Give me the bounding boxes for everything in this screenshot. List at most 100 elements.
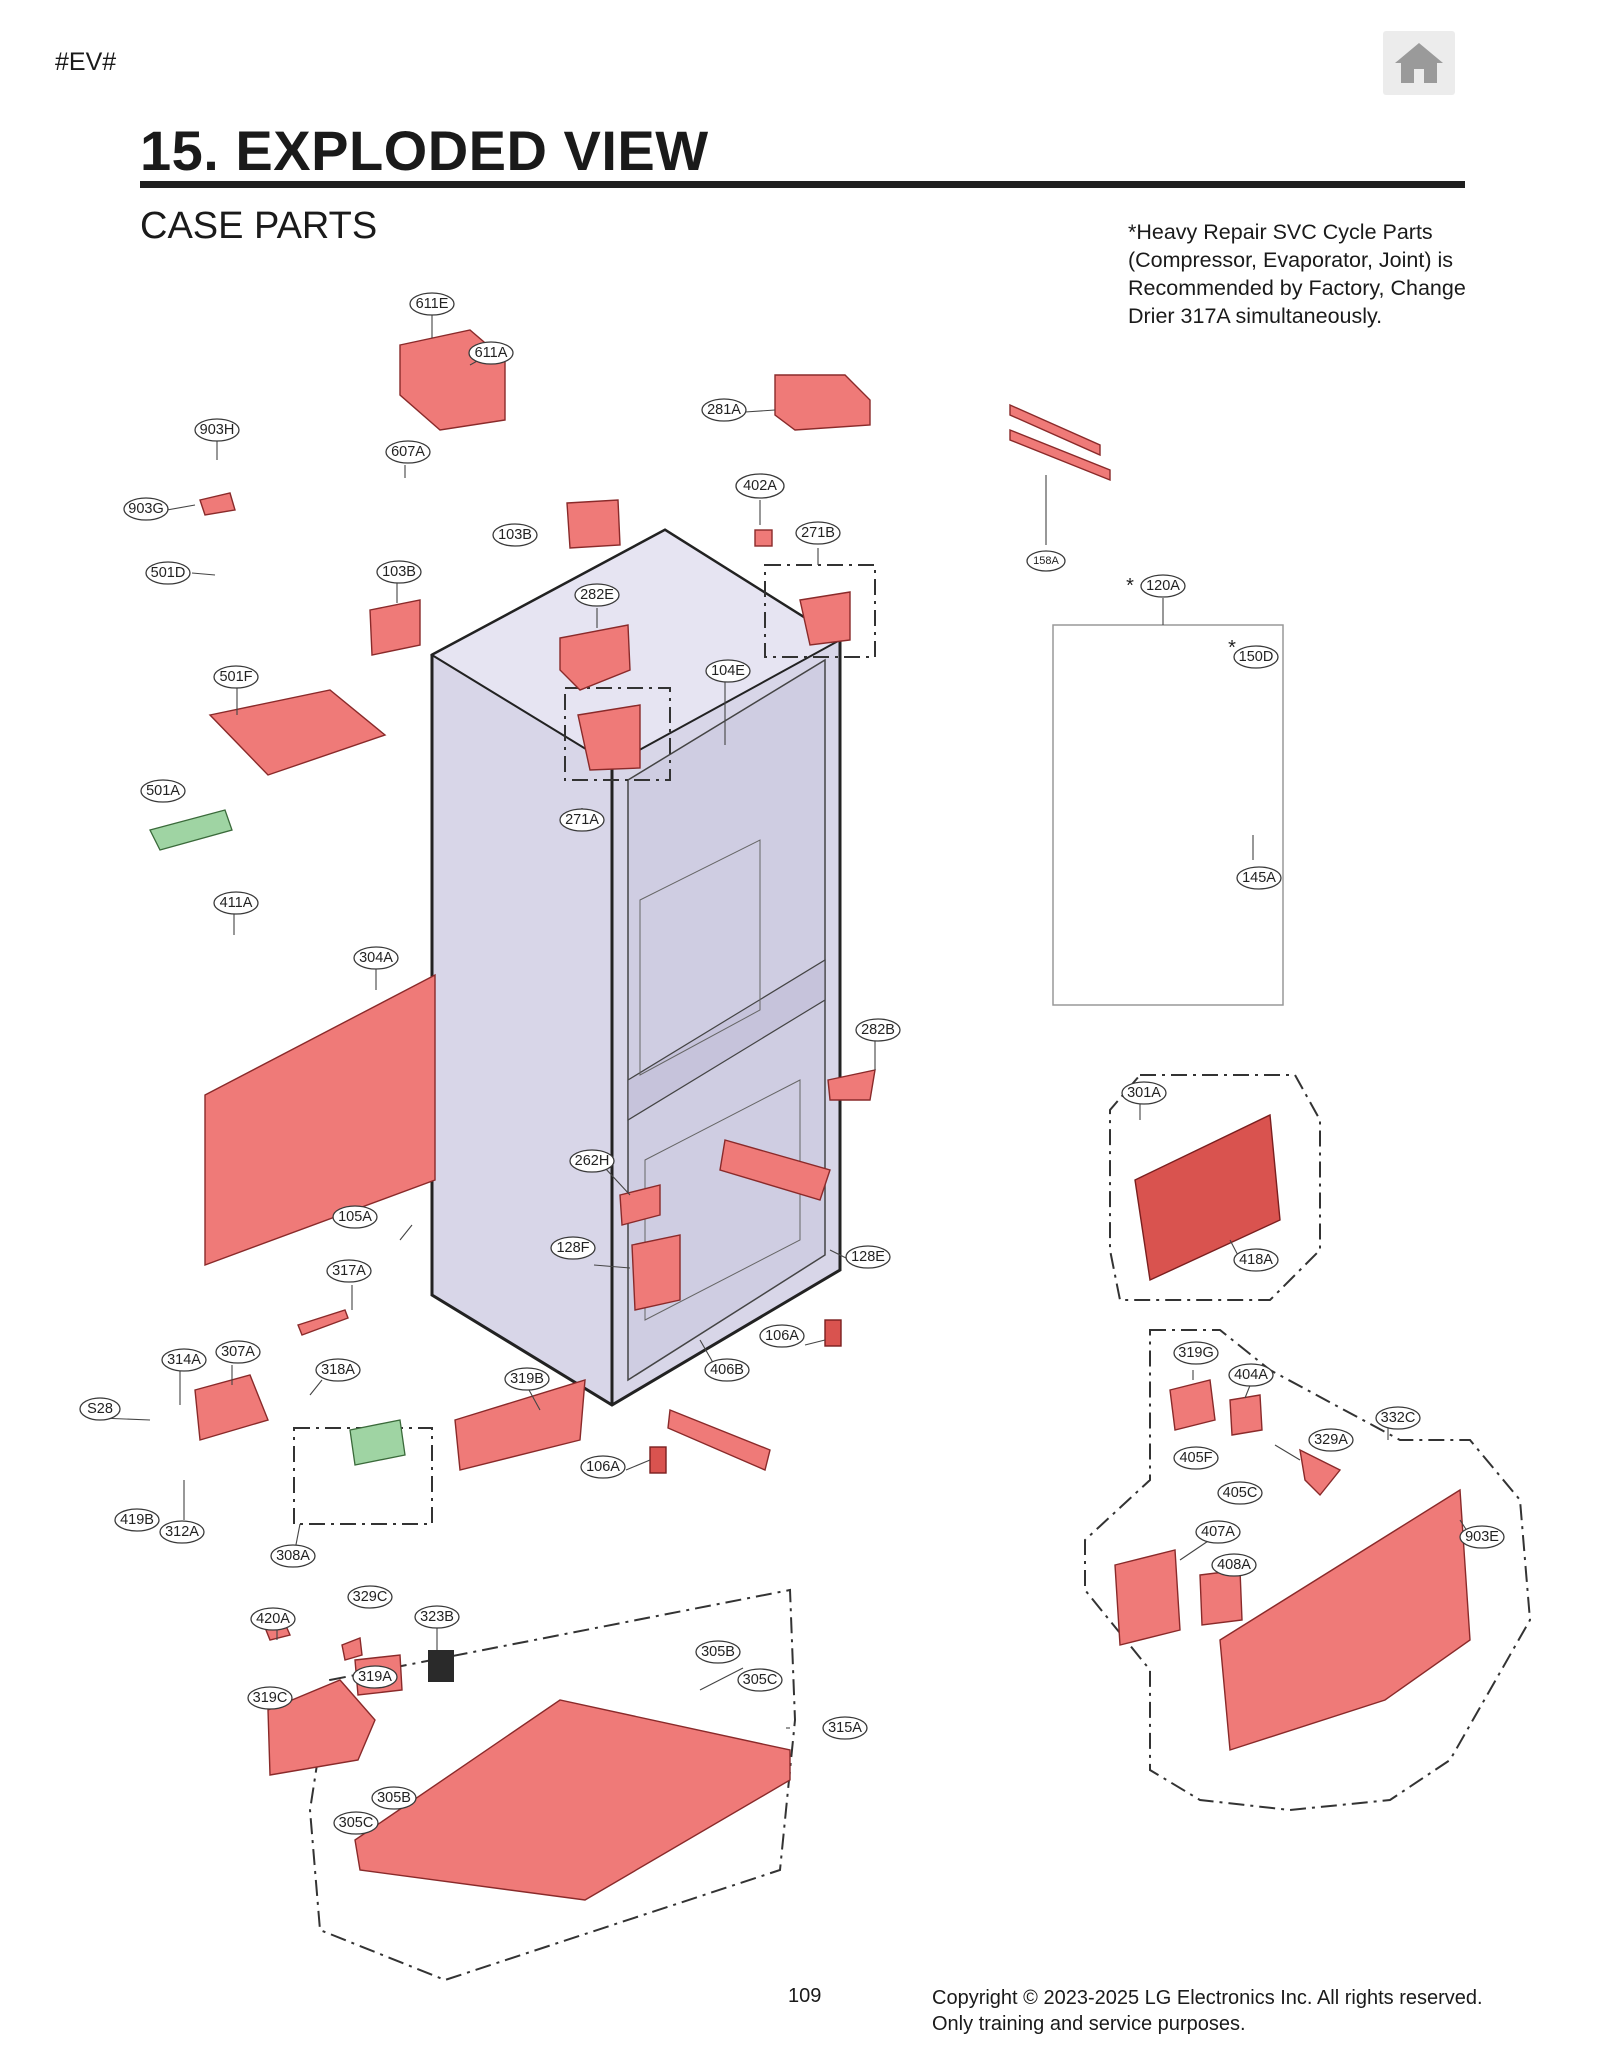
svg-text:317A: 317A: [332, 1263, 366, 1279]
svg-text:332C: 332C: [1381, 1410, 1416, 1426]
control-panel-box: [1052, 624, 1284, 1006]
svg-text:420A: 420A: [256, 1611, 290, 1627]
callout-label: 103B: [376, 560, 422, 584]
svg-text:323B: 323B: [420, 1609, 454, 1625]
callout-label: 307A: [215, 1340, 261, 1364]
callout-label: 305B: [695, 1640, 741, 1664]
callout-label: 501F: [213, 665, 259, 689]
callout-label: 104E: [705, 659, 751, 683]
callout-label: 408A: [1211, 1553, 1257, 1577]
callout-label: 319B: [504, 1367, 550, 1391]
callout-label: 404A: [1228, 1363, 1274, 1387]
callout-label: 407A: [1195, 1520, 1241, 1544]
asterisk-120A: *: [1126, 575, 1134, 597]
svg-text:128E: 128E: [851, 1249, 885, 1265]
svg-text:329C: 329C: [353, 1589, 388, 1605]
callout-label: 271B: [795, 521, 841, 545]
svg-text:329A: 329A: [1314, 1432, 1348, 1448]
svg-text:158A: 158A: [1033, 555, 1059, 567]
copyright-notice: Copyright © 2023-2025 LG Electronics Inc…: [932, 1987, 1483, 2035]
callout-label: 501A: [140, 779, 186, 803]
svg-text:307A: 307A: [221, 1344, 255, 1360]
callout-label: 420A: [250, 1607, 296, 1631]
callout-label: 308A: [270, 1544, 316, 1568]
home-button[interactable]: [1383, 31, 1455, 95]
callout-label: 903H: [194, 418, 240, 442]
callout-label: 411A: [213, 891, 259, 915]
svg-text:318A: 318A: [321, 1362, 355, 1378]
svg-text:145A: 145A: [1242, 870, 1276, 886]
svg-text:408A: 408A: [1217, 1557, 1251, 1573]
svg-text:611A: 611A: [475, 345, 508, 361]
callout-label: 319C: [247, 1686, 293, 1710]
svg-text:271A: 271A: [565, 812, 599, 828]
svg-text:105A: 105A: [338, 1209, 372, 1225]
callout-labels: 611E 611A 903H 607A 281A 903G 402A 103B …: [79, 292, 1505, 1835]
callout-label: 128F: [550, 1236, 596, 1260]
svg-text:308A: 308A: [276, 1548, 310, 1564]
callout-label: 611A: [468, 341, 514, 365]
asterisk-150D: *: [1228, 637, 1236, 659]
svg-text:405F: 405F: [1179, 1450, 1212, 1466]
callout-label: 419B: [114, 1508, 160, 1532]
callout-label: 304A: [353, 946, 399, 970]
section-subtitle: CASE PARTS: [140, 205, 378, 247]
svg-text:271B: 271B: [801, 525, 835, 541]
callout-label: 282B: [855, 1018, 901, 1042]
callout-label: 319G: [1173, 1341, 1219, 1365]
callout-label: 323B: [414, 1605, 460, 1629]
svg-text:106A: 106A: [586, 1459, 620, 1475]
parts: [149, 329, 1471, 1901]
svg-text:404A: 404A: [1234, 1367, 1268, 1383]
callout-label: 405F: [1173, 1446, 1219, 1470]
svg-text:402A: 402A: [743, 478, 777, 494]
svg-text:611E: 611E: [416, 296, 449, 312]
svg-text:319C: 319C: [253, 1690, 288, 1706]
page-number: 109: [788, 1985, 822, 2007]
evaporator-group-outline: [1109, 1074, 1321, 1301]
svg-text:903E: 903E: [1465, 1529, 1499, 1545]
cabinet: [429, 528, 842, 1407]
callout-label: 318A: [315, 1358, 361, 1382]
svg-text:104E: 104E: [711, 663, 745, 679]
svg-text:301A: 301A: [1127, 1085, 1161, 1101]
svg-text:281A: 281A: [707, 402, 741, 418]
svg-text:150D: 150D: [1239, 649, 1274, 665]
callout-label: 106A: [580, 1455, 626, 1479]
svg-text:312A: 312A: [165, 1524, 199, 1540]
svg-text:501A: 501A: [146, 783, 180, 799]
svg-text:501F: 501F: [219, 669, 252, 685]
svg-text:405C: 405C: [1223, 1485, 1258, 1501]
callout-label: 301A: [1121, 1081, 1167, 1105]
callout-label: 262H: [569, 1149, 615, 1173]
callout-label: 120A: [1140, 574, 1186, 598]
svg-text:106A: 106A: [765, 1328, 799, 1344]
hinge-outline-271A: [564, 687, 671, 781]
svg-text:407A: 407A: [1201, 1524, 1235, 1540]
svg-text:305B: 305B: [377, 1790, 411, 1806]
svg-text:305C: 305C: [743, 1672, 778, 1688]
callout-label: 305C: [333, 1811, 379, 1835]
hinge-outline-271B: [764, 564, 876, 658]
svg-text:903G: 903G: [128, 501, 163, 517]
callout-label: 315A: [822, 1716, 868, 1740]
callout-label: 150D: [1233, 645, 1279, 669]
callout-label: 145A: [1236, 866, 1282, 890]
callout-label: 903G: [123, 497, 169, 521]
document-code: #EV#: [55, 48, 117, 76]
callout-label: 611E: [409, 292, 455, 316]
home-icon: [1395, 43, 1443, 83]
callout-label: 317A: [326, 1259, 372, 1283]
fan-cover-group-outline: [1084, 1329, 1532, 1812]
callout-label: 282E: [574, 583, 620, 607]
callout-label: 103B: [492, 523, 538, 547]
callout-label: 405C: [1217, 1481, 1263, 1505]
callout-label: 332C: [1375, 1406, 1421, 1430]
callout-label: 105A: [332, 1205, 378, 1229]
callout-label: 406B: [704, 1358, 750, 1382]
svg-text:103B: 103B: [382, 564, 416, 580]
callout-label: 903E: [1459, 1525, 1505, 1549]
svg-text:607A: 607A: [391, 444, 425, 460]
svg-text:282B: 282B: [861, 1022, 895, 1038]
